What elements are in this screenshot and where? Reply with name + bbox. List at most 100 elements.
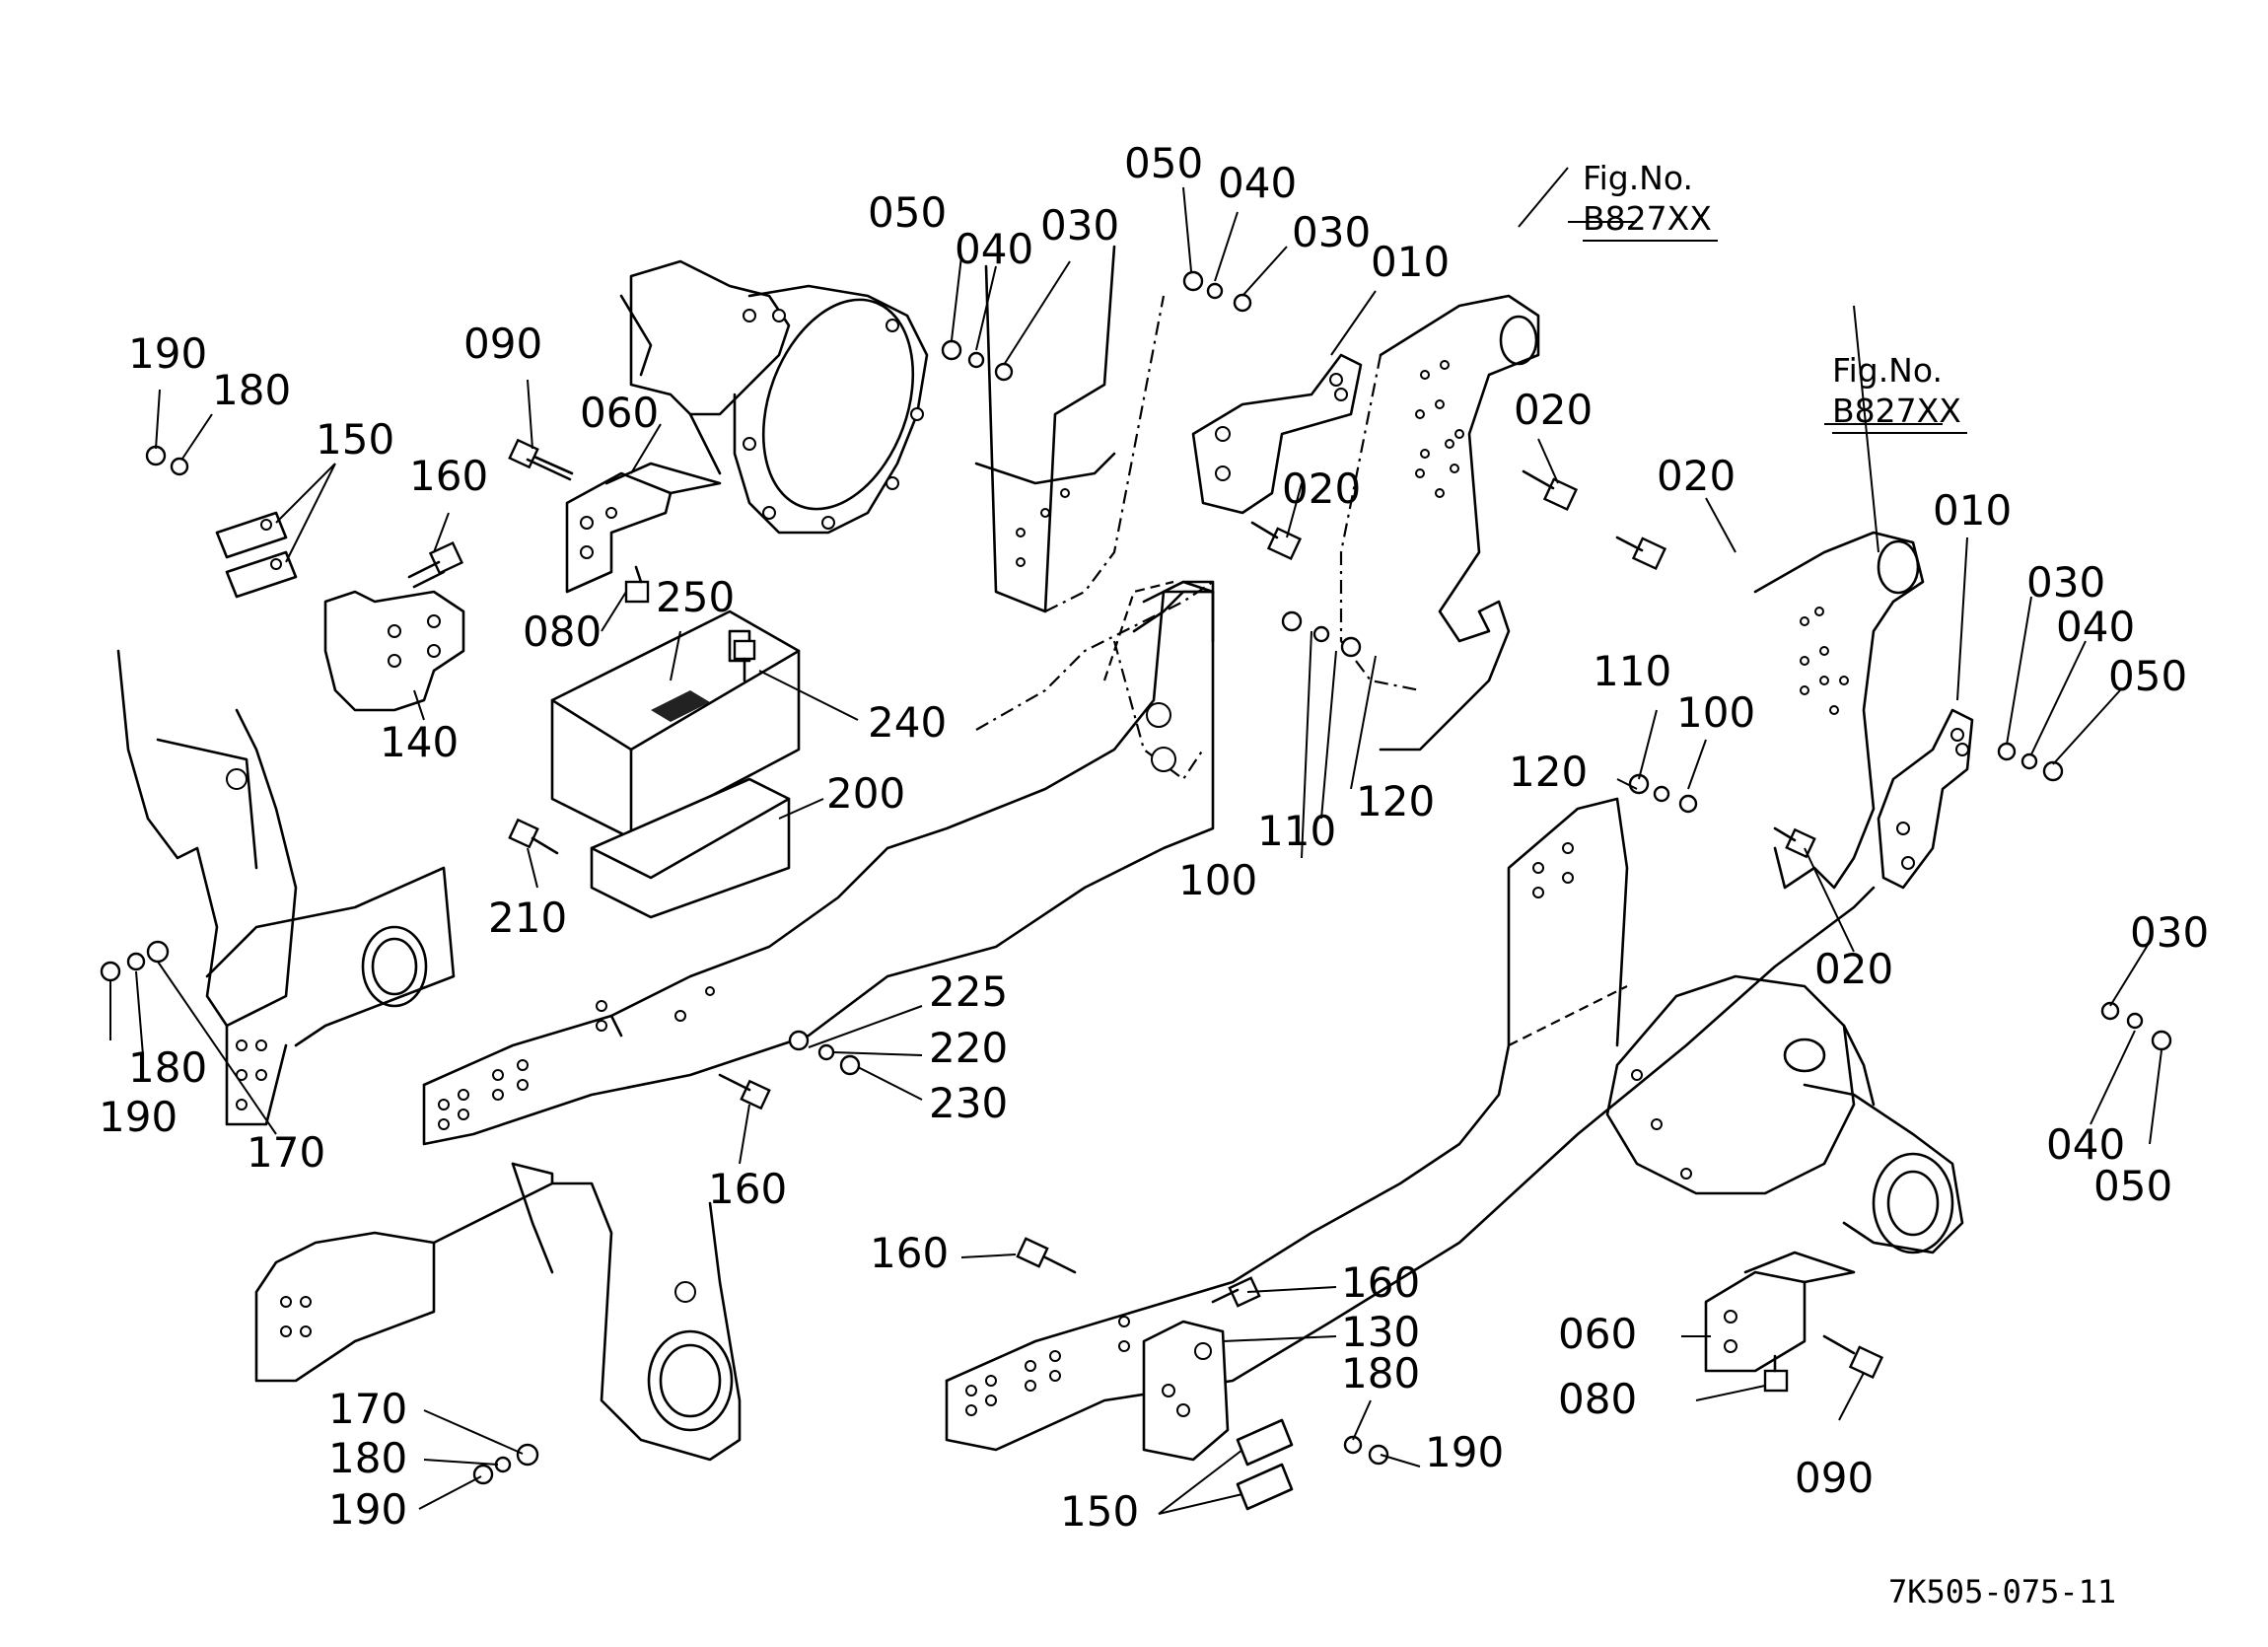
callout-040: 040 bbox=[2056, 603, 2136, 651]
callout-180: 180 bbox=[212, 366, 292, 414]
battery-tray bbox=[590, 777, 791, 919]
callout-100: 100 bbox=[1676, 688, 1756, 737]
fig-ref-prefix: Fig.No. bbox=[1583, 159, 1693, 197]
callout-050: 050 bbox=[2108, 652, 2188, 700]
bracket-130 bbox=[1142, 1320, 1230, 1462]
callout-090: 090 bbox=[463, 320, 543, 368]
bolt-160-lower-b bbox=[1211, 1276, 1261, 1308]
callout-050: 050 bbox=[2093, 1162, 2173, 1210]
callout-230: 230 bbox=[929, 1079, 1009, 1127]
callout-110: 110 bbox=[1257, 807, 1337, 855]
callout-190: 190 bbox=[1425, 1428, 1505, 1476]
callout-050: 050 bbox=[1124, 139, 1204, 187]
bolt-090-lower bbox=[1822, 1334, 1884, 1380]
shim-plates-upper bbox=[215, 511, 298, 599]
frame-plate-lower-right bbox=[1753, 531, 1925, 890]
bolt-020-c bbox=[1615, 536, 1667, 571]
bracket-140 bbox=[323, 590, 465, 712]
callout-100: 100 bbox=[1178, 856, 1258, 904]
fig-ref-prefix: Fig.No. bbox=[1832, 351, 1943, 390]
callout-030: 030 bbox=[1292, 208, 1372, 256]
callout-160: 160 bbox=[1341, 1258, 1421, 1307]
leader-lines bbox=[109, 167, 2162, 1515]
callout-110: 110 bbox=[1593, 647, 1672, 695]
left-frame-rail bbox=[422, 580, 1215, 1146]
callout-050: 050 bbox=[868, 188, 948, 237]
callout-060: 060 bbox=[1558, 1310, 1638, 1358]
clamp-plate-060-lower bbox=[1704, 1251, 1856, 1373]
engine-bell-housing bbox=[619, 259, 929, 535]
bolt-160-lower-a bbox=[1016, 1237, 1077, 1274]
shim-plates-lower bbox=[1236, 1418, 1294, 1511]
right-frame-rail bbox=[945, 797, 1876, 1452]
callout-210: 210 bbox=[488, 894, 568, 942]
callout-120: 120 bbox=[1356, 777, 1436, 825]
callout-190: 190 bbox=[128, 329, 208, 378]
frame-plate-upper-right bbox=[1339, 294, 1540, 752]
callout-220: 220 bbox=[929, 1024, 1009, 1072]
engine-bracket-left bbox=[1191, 353, 1363, 515]
callout-190: 190 bbox=[99, 1093, 178, 1141]
callout-150: 150 bbox=[316, 415, 395, 464]
drawing-number: 7K505-075-11 bbox=[1888, 1573, 2117, 1611]
callout-200: 200 bbox=[826, 769, 906, 818]
bolt-160-mid bbox=[718, 1073, 771, 1110]
fig-ref-right: Fig.No. B827XX bbox=[1832, 350, 1967, 434]
fig-ref-upper: Fig.No. B827XX bbox=[1583, 158, 1718, 242]
callout-240: 240 bbox=[868, 698, 948, 747]
callout-140: 140 bbox=[380, 718, 460, 766]
callout-010: 010 bbox=[1933, 486, 2013, 535]
callout-020: 020 bbox=[1282, 465, 1362, 513]
callout-020: 020 bbox=[1814, 945, 1894, 993]
bolt-080-lower bbox=[1763, 1354, 1789, 1393]
callout-020: 020 bbox=[1514, 386, 1594, 434]
callout-040: 040 bbox=[955, 225, 1034, 273]
callout-150: 150 bbox=[1060, 1487, 1140, 1536]
bolt-080-upper bbox=[624, 565, 650, 604]
bolt-020-a bbox=[1250, 521, 1303, 561]
callout-080: 080 bbox=[523, 608, 602, 656]
callout-040: 040 bbox=[2046, 1120, 2126, 1169]
callout-250: 250 bbox=[656, 573, 736, 621]
callout-225: 225 bbox=[929, 967, 1009, 1016]
bolts bbox=[407, 438, 1884, 1393]
callout-160: 160 bbox=[870, 1229, 950, 1277]
battery bbox=[550, 609, 801, 840]
left-front-hub-lower bbox=[254, 1162, 742, 1462]
bolt-020-b bbox=[1522, 469, 1579, 512]
front-axle-housing bbox=[1605, 974, 1964, 1254]
callout-010: 010 bbox=[1371, 238, 1451, 286]
callout-170: 170 bbox=[328, 1385, 408, 1433]
bolt-090-upper bbox=[508, 438, 574, 481]
bolt-240 bbox=[733, 639, 756, 682]
callout-090: 090 bbox=[1795, 1454, 1875, 1502]
callout-040: 040 bbox=[1218, 159, 1298, 207]
left-front-hub-upper bbox=[116, 649, 456, 1126]
callout-190: 190 bbox=[328, 1485, 408, 1534]
bolt-020-d bbox=[1773, 826, 1816, 859]
bolt-160-upper bbox=[407, 540, 464, 589]
callout-020: 020 bbox=[1657, 452, 1736, 500]
callout-030: 030 bbox=[1040, 201, 1120, 250]
bolt-210 bbox=[508, 818, 559, 855]
upper-centre-post bbox=[974, 245, 1166, 613]
clamp-plate-060-upper bbox=[565, 462, 722, 594]
callout-030: 030 bbox=[2026, 558, 2106, 607]
fig-ref-code: B827XX bbox=[1583, 198, 1718, 242]
callout-170: 170 bbox=[247, 1128, 326, 1177]
callout-120: 120 bbox=[1509, 748, 1589, 796]
callout-160: 160 bbox=[409, 452, 489, 500]
callout-160: 160 bbox=[708, 1165, 788, 1213]
callout-080: 080 bbox=[1558, 1375, 1638, 1423]
callout-060: 060 bbox=[580, 389, 660, 437]
left-frame-upper bbox=[975, 580, 1215, 781]
callout-130: 130 bbox=[1341, 1308, 1421, 1356]
callout-030: 030 bbox=[2130, 908, 2210, 957]
callout-180: 180 bbox=[128, 1043, 208, 1092]
engine-bracket-right bbox=[1877, 708, 1974, 890]
callout-180: 180 bbox=[1341, 1349, 1421, 1397]
callout-180: 180 bbox=[328, 1434, 408, 1482]
fig-ref-code: B827XX bbox=[1832, 391, 1967, 434]
